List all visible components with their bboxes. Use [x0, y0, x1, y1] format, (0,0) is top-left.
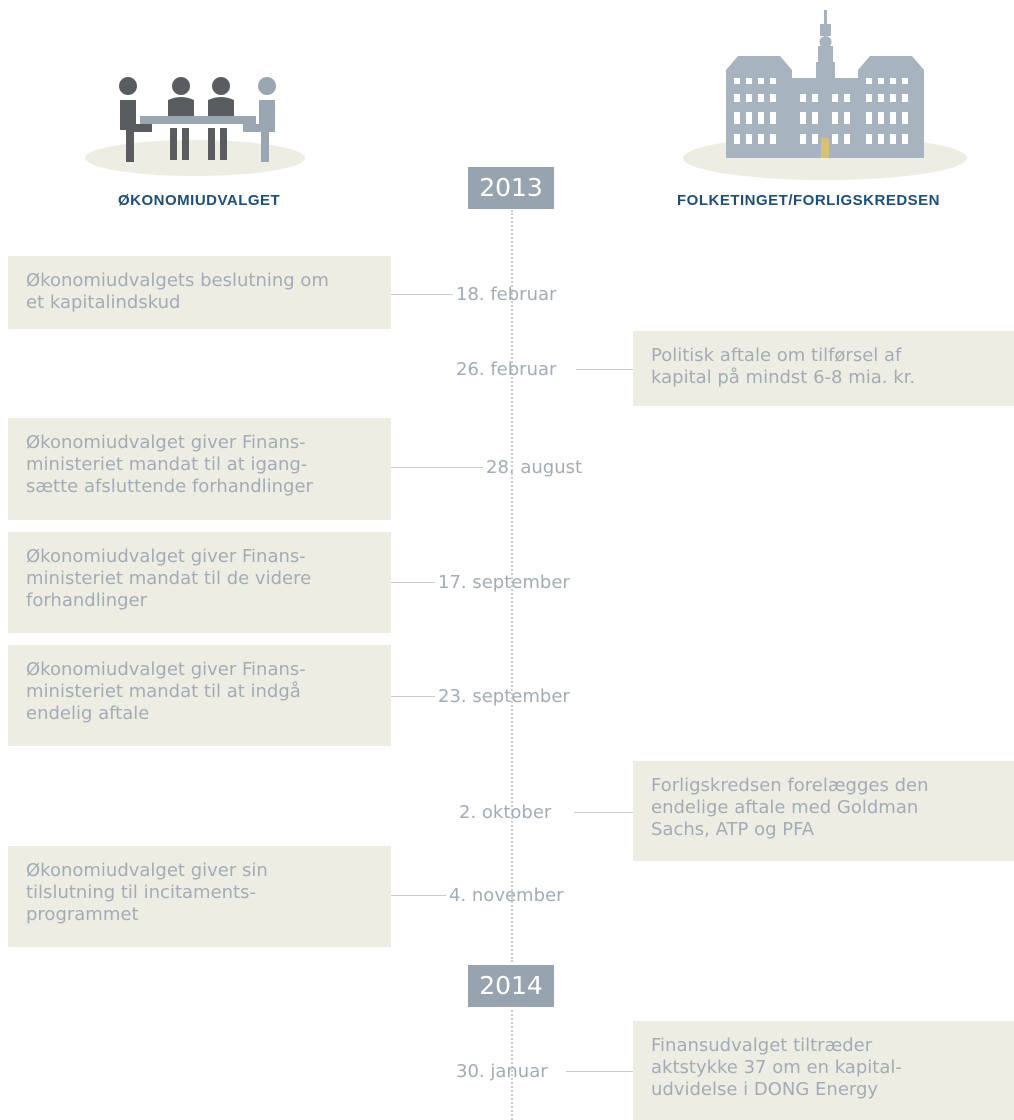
event-date: 23. september [438, 686, 570, 707]
year-badge-2014: 2014 [468, 965, 554, 1007]
event-box-right: Forligskredsen forelægges den endelige a… [633, 761, 1014, 861]
event-date: 2. oktober [459, 802, 552, 823]
event-connector [566, 1071, 633, 1072]
event-box-left: Økonomiudvalget giver Finans- ministerie… [8, 532, 391, 633]
timeline-line-2013 [511, 210, 513, 962]
event-box-left: Økonomiudvalget giver Finans- ministerie… [8, 418, 391, 520]
event-connector [391, 294, 453, 295]
event-box-left: Økonomiudvalgets beslutning om et kapita… [8, 256, 391, 329]
event-date: 30. januar [456, 1061, 548, 1082]
event-date: 17. september [438, 572, 570, 593]
event-connector [574, 812, 633, 813]
timeline-line-2014 [511, 1010, 513, 1120]
event-connector [391, 467, 483, 468]
event-box-left: Økonomiudvalget giver sin tilslutning ti… [8, 846, 391, 947]
event-connector [391, 582, 435, 583]
event-box-right: Politisk aftale om tilførsel af kapital … [633, 331, 1014, 406]
meeting-table-icon [85, 77, 305, 176]
event-box-right: Finansudvalget tiltræder aktstykke 37 om… [633, 1021, 1014, 1120]
year-badge-2013: 2013 [468, 167, 554, 209]
parliament-building-icon [683, 10, 967, 180]
event-date: 28. august [486, 457, 583, 478]
event-connector [576, 369, 633, 370]
event-box-left: Økonomiudvalget giver Finans- ministerie… [8, 645, 391, 746]
event-connector [391, 696, 435, 697]
right-column-header: FOLKETINGET/FORLIGSKREDSEN [677, 192, 941, 209]
event-date: 26. februar [456, 359, 557, 380]
event-date: 18. februar [456, 284, 557, 305]
left-column-header: ØKONOMIUDVALGET [118, 192, 281, 209]
event-connector [391, 895, 446, 896]
event-date: 4. november [449, 885, 564, 906]
